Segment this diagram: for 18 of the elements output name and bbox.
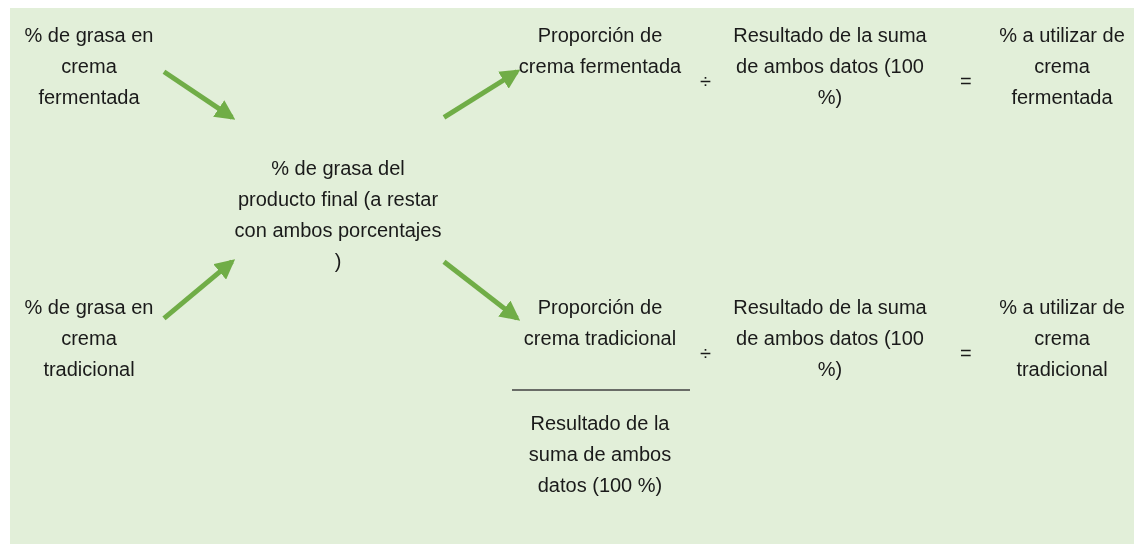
node-text: Proporción de crema fermentada <box>517 23 683 79</box>
operator-symbol: = <box>960 341 972 366</box>
operator-symbol: ÷ <box>700 69 711 94</box>
node-text: Proporción de crema tradicional <box>522 295 678 351</box>
operator-symbol: = <box>960 69 972 94</box>
arrow <box>442 259 521 321</box>
node-text: Resultado de la suma de ambos datos (100 %) <box>527 411 673 498</box>
node-text: % de grasa del producto final (a restar con ambos porcentajes ) <box>233 156 443 274</box>
node-text: % de grasa en crema fermentada <box>23 23 155 110</box>
arrow <box>162 69 236 120</box>
node-text: % de grasa en crema tradicional <box>23 295 155 382</box>
node-text: Resultado de la suma de ambos datos (100 %) <box>732 295 928 382</box>
node-text: % a utilizar de crema tradicional <box>998 295 1126 382</box>
operator-symbol: ÷ <box>700 341 711 366</box>
node-text: % a utilizar de crema fermentada <box>998 23 1126 110</box>
arrow <box>442 69 521 120</box>
arrow <box>162 259 236 321</box>
node-text: Resultado de la suma de ambos datos (100 %) <box>732 23 928 110</box>
